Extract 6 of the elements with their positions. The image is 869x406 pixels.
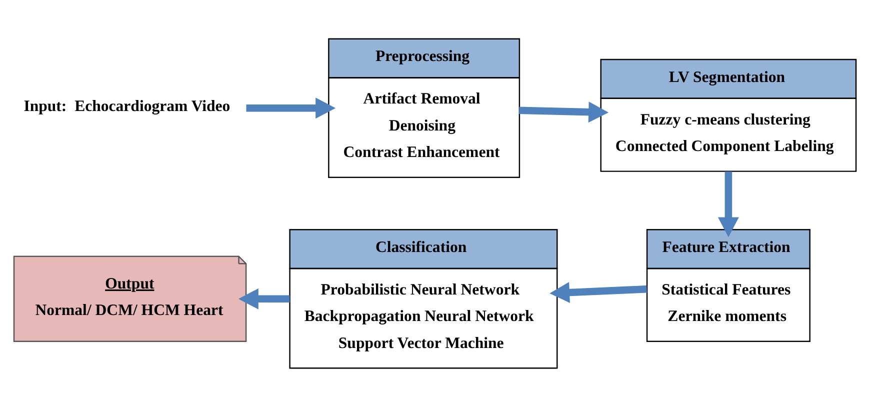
- arrow: [549, 281, 646, 302]
- node-text: Input: Echocardiogram Video: [23, 98, 230, 115]
- arrow: [518, 101, 608, 122]
- arrow: [717, 171, 738, 237]
- arrow: [238, 288, 290, 309]
- arrow: [246, 97, 336, 118]
